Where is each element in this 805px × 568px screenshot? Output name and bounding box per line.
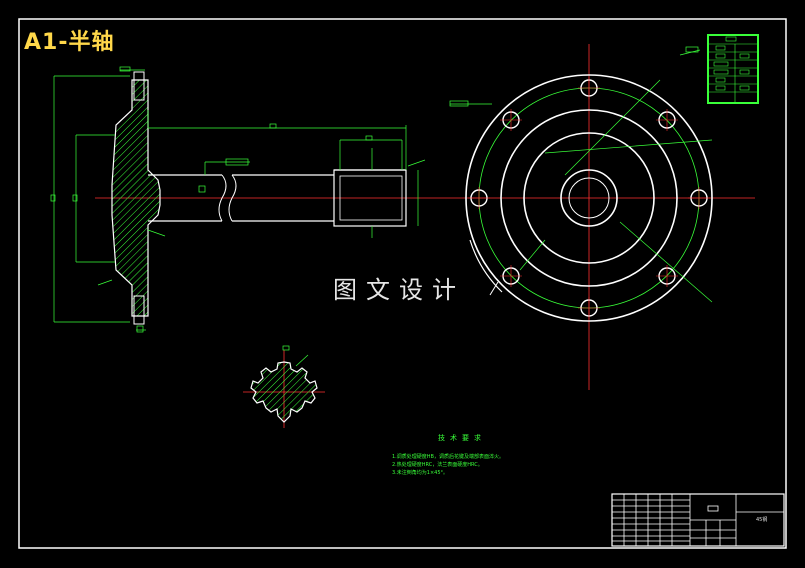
watermark-text: 图文设计 bbox=[333, 276, 465, 304]
flange-front-view bbox=[432, 44, 755, 390]
drawing-frame bbox=[18, 18, 787, 549]
spline-section bbox=[243, 345, 325, 428]
title-block bbox=[611, 493, 785, 547]
tech-requirement-line: 1.调质处理硬度HB，调质后花键及端部表面淬火。 bbox=[392, 454, 504, 460]
title-block-material: 45钢 bbox=[756, 517, 768, 523]
flange-section bbox=[111, 79, 161, 317]
drawing-title: A1-半轴 bbox=[24, 30, 115, 55]
tech-requirement-line: 2.热处理硬度HRC，法兰表面硬度HRC。 bbox=[392, 462, 483, 468]
tech-requirements-heading: 技术要求 bbox=[438, 434, 486, 442]
parameter-table bbox=[707, 34, 759, 104]
side-view-dimensions bbox=[50, 66, 426, 333]
shaft-side-view bbox=[95, 71, 432, 325]
tech-requirement-line: 3.未注倒角均为1×45°。 bbox=[392, 470, 449, 476]
